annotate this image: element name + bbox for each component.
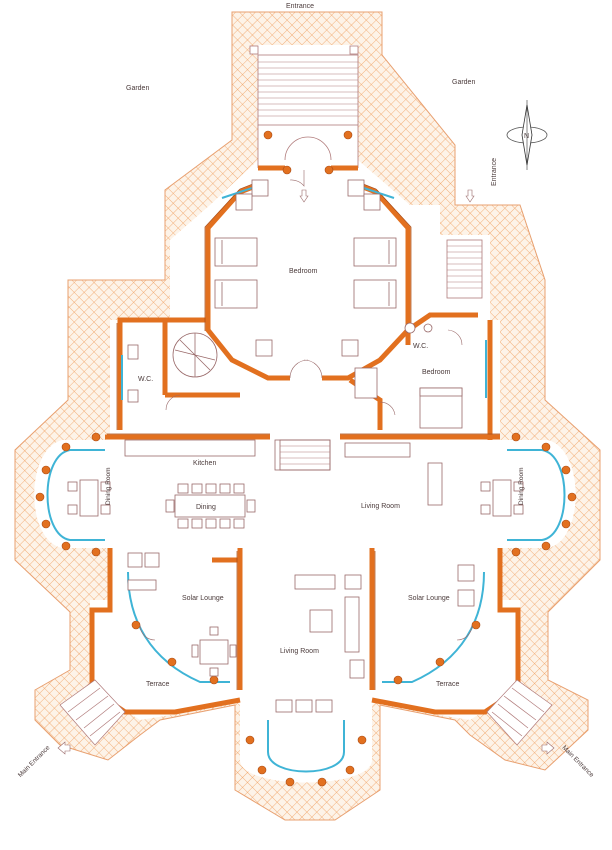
label-garden-right: Garden	[452, 79, 475, 86]
label-entrance-right: Entrance	[491, 158, 498, 186]
label-dining-room-left: Dining Room	[105, 467, 112, 505]
furniture	[67, 179, 524, 713]
label-wc-right: W.C.	[413, 343, 428, 350]
terrace-stairs	[59, 679, 553, 746]
label-dining-room-right: Dining Room	[518, 467, 525, 505]
stair-steps-living	[280, 445, 330, 465]
label-main-entrance-right: Main Entrance	[560, 744, 595, 779]
top-entrance-stairs	[249, 45, 359, 168]
doors	[139, 170, 473, 641]
label-solar-lounge-right: Solar Lounge	[408, 595, 450, 602]
entrance-arrows	[57, 189, 555, 755]
label-living-room-upper: Living Room	[361, 503, 400, 510]
label-main-entrance-left: Main Entrance	[17, 744, 52, 779]
label-living-room-lower: Living Room	[280, 648, 319, 655]
label-bedroom-right: Bedroom	[422, 369, 451, 376]
right-entrance-stairs	[446, 239, 483, 299]
compass-north-label: N	[524, 133, 529, 140]
building-footprint	[34, 45, 576, 783]
label-terrace-right: Terrace	[436, 681, 459, 688]
label-bedroom-top: Bedroom	[289, 268, 318, 275]
label-dining: Dining	[196, 504, 216, 511]
wall-outlines	[107, 181, 500, 690]
compass-icon: N	[506, 100, 548, 170]
label-terrace-left: Terrace	[146, 681, 169, 688]
label-solar-lounge-left: Solar Lounge	[182, 595, 224, 602]
label-garden-left: Garden	[126, 85, 149, 92]
label-entrance-top: Entrance	[286, 3, 314, 10]
label-kitchen: Kitchen	[193, 460, 216, 467]
label-wc-left: W.C.	[138, 376, 153, 383]
